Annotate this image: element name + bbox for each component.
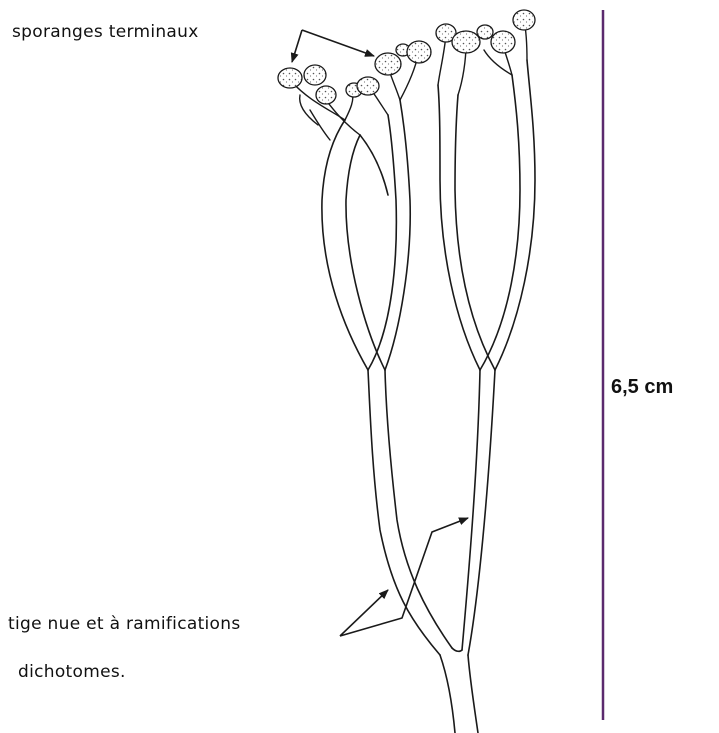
stem-label-line1: tige nue et à ramifications — [8, 614, 241, 634]
scale-label: 6,5 cm — [611, 376, 673, 399]
arrow-to-left-sporangium — [292, 30, 302, 62]
stem — [368, 370, 495, 733]
sporangium — [452, 31, 480, 53]
sporangium — [304, 65, 326, 85]
right-branch-loop — [438, 60, 535, 370]
sporangium — [375, 53, 401, 75]
sporangium — [357, 77, 379, 95]
sporangium — [407, 41, 431, 63]
sporangium — [278, 68, 302, 88]
stem-label-line2: dichotomes. — [18, 662, 126, 682]
tige-arrows — [340, 518, 468, 636]
sporangium — [491, 31, 515, 53]
sporangium — [477, 25, 493, 39]
arrow-to-center-sporangium — [302, 30, 374, 56]
sporangia — [278, 10, 535, 104]
left-branch-loop — [322, 100, 410, 370]
sporangium — [513, 10, 535, 30]
sporanges-arrows — [292, 30, 374, 62]
sporangium — [316, 86, 336, 104]
sporanges-label: sporanges terminaux — [12, 22, 199, 42]
